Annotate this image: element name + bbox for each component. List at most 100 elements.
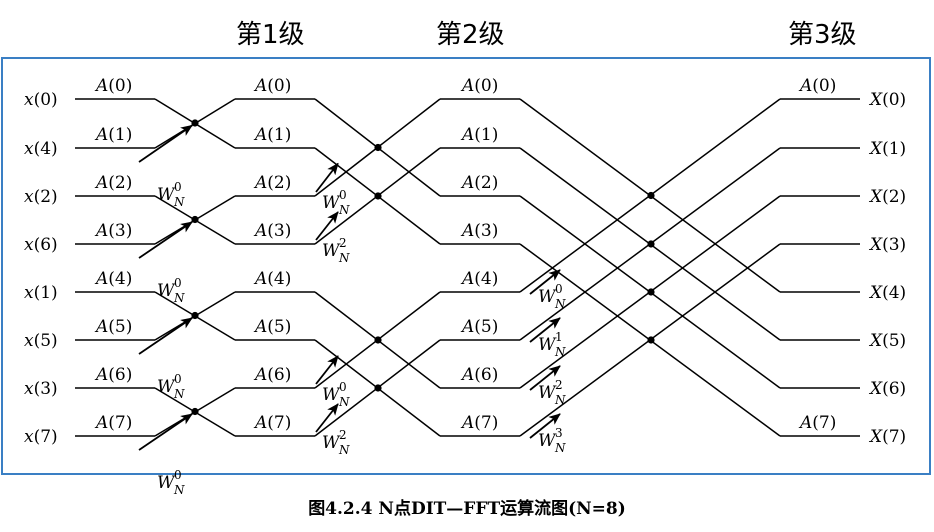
twiddle-exponent: 2 <box>555 378 563 392</box>
twiddle-subscript: N <box>338 203 350 217</box>
twiddle-subscript: N <box>554 345 566 359</box>
stage3-node-label: A(1) <box>460 125 498 145</box>
twiddle-base: W <box>538 287 557 307</box>
stage3-node-label: A(3) <box>460 221 498 241</box>
butterfly-node <box>374 384 382 392</box>
butterfly-node <box>647 336 655 344</box>
twiddle-exponent: 2 <box>339 236 347 250</box>
butterfly-node <box>647 288 655 296</box>
input-label: x(4) <box>24 139 58 159</box>
stage1-node-label: A(5) <box>94 317 132 337</box>
twiddle-arrow <box>529 317 561 343</box>
stage1-node-label: A(3) <box>94 221 132 241</box>
twiddle-subscript: N <box>554 393 566 407</box>
twiddle-base: W <box>538 383 557 403</box>
stage3-node-label: A(5) <box>460 317 498 337</box>
stage2-node-label: A(2) <box>253 173 291 193</box>
stage2-node-label: A(1) <box>253 125 291 145</box>
stage3-node-label: A(4) <box>460 269 498 289</box>
twiddle-base: W <box>157 377 176 397</box>
twiddle-exponent: 0 <box>339 188 347 202</box>
stage2-node-label: A(7) <box>253 413 291 433</box>
input-label: x(7) <box>24 427 58 447</box>
output-label: X(3) <box>868 235 906 255</box>
diagram-labels: x(0)x(4)x(2)x(6)x(1)x(5)x(3)x(7)X(0)X(1)… <box>24 76 906 497</box>
output-label: X(6) <box>868 379 906 399</box>
output-label: X(2) <box>868 187 906 207</box>
twiddle-subscript: N <box>338 251 350 265</box>
butterfly-nodes <box>191 119 655 416</box>
output-label: X(5) <box>868 331 906 351</box>
butterfly-node <box>191 215 199 224</box>
stage1-node-label: A(7) <box>94 413 132 433</box>
twiddle-exponent: 0 <box>339 380 347 394</box>
input-label: x(6) <box>24 235 58 255</box>
twiddle-subscript: N <box>338 443 350 457</box>
input-label: x(1) <box>24 283 58 303</box>
stage3-node-label: A(2) <box>460 173 498 193</box>
stage1-node-label: A(6) <box>94 365 132 385</box>
stage2-node-label: A(3) <box>253 221 291 241</box>
twiddle-exponent: 0 <box>174 276 182 290</box>
stage-3-title: 第3级 <box>788 20 857 50</box>
input-label: x(3) <box>24 379 58 399</box>
butterfly-node <box>374 192 382 200</box>
twiddle-arrow <box>315 355 339 385</box>
stage2-node-label: A(4) <box>253 269 291 289</box>
twiddle-exponent: 1 <box>555 330 563 344</box>
stage3-node-label: A(7) <box>460 413 498 433</box>
output-label: X(4) <box>868 283 906 303</box>
twiddle-arrow <box>315 162 339 193</box>
stage4-node-label: A(0) <box>798 76 836 96</box>
twiddle-subscript: N <box>173 483 185 497</box>
twiddle-base: W <box>322 241 341 261</box>
twiddle-exponent: 0 <box>174 372 182 386</box>
input-label: x(0) <box>24 90 58 110</box>
butterfly-node <box>191 311 199 320</box>
twiddle-exponent: 2 <box>339 428 347 442</box>
twiddle-arrow <box>315 403 339 433</box>
twiddle-arrow <box>138 413 193 451</box>
twiddle-arrow <box>315 211 339 241</box>
twiddle-subscript: N <box>173 291 185 305</box>
input-label: x(5) <box>24 331 58 351</box>
twiddle-exponent: 3 <box>555 426 563 440</box>
output-label: X(7) <box>868 427 906 447</box>
twiddle-subscript: N <box>173 387 185 401</box>
butterfly-node <box>191 407 199 416</box>
stage4-node-label: A(7) <box>798 413 836 433</box>
twiddle-base: W <box>538 335 557 355</box>
butterfly-node <box>374 143 382 152</box>
diagram-frame <box>1 57 931 475</box>
twiddle-base: W <box>157 473 176 493</box>
butterfly-node <box>647 240 655 248</box>
twiddle-base: W <box>322 193 341 213</box>
stage2-node-label: A(6) <box>253 365 291 385</box>
butterfly-node <box>191 119 199 127</box>
stage2-node-label: A(0) <box>253 76 291 96</box>
input-label: x(2) <box>24 187 58 207</box>
twiddle-subscript: N <box>554 297 566 311</box>
stage2-node-label: A(5) <box>253 317 291 337</box>
twiddle-exponent: 0 <box>555 282 563 296</box>
stage-2-title: 第2级 <box>436 20 505 50</box>
stage-1-title: 第1级 <box>236 20 305 50</box>
twiddle-base: W <box>538 431 557 451</box>
twiddle-base: W <box>157 281 176 301</box>
twiddle-arrow <box>529 413 561 439</box>
twiddle-exponent: 0 <box>174 468 182 482</box>
twiddle-subscript: N <box>338 395 350 409</box>
twiddle-arrow <box>138 221 193 259</box>
output-label: X(1) <box>868 139 906 159</box>
